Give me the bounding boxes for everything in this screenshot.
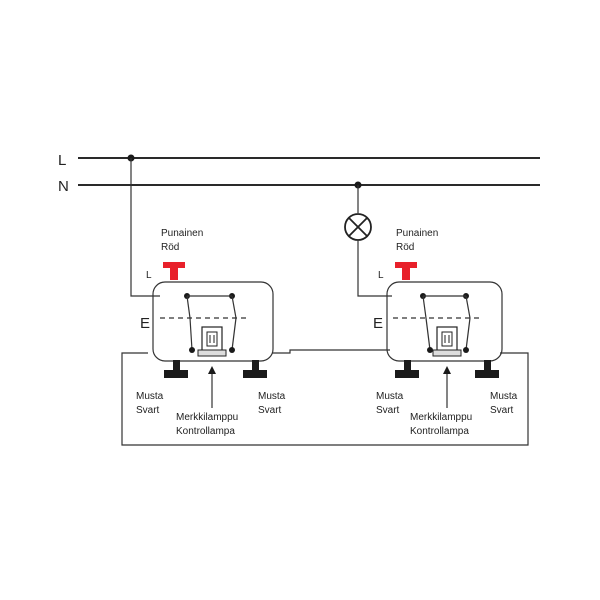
switch-1-indicator-label-fi: Merkkilamppu bbox=[176, 412, 238, 423]
switch-1-left-terminal bbox=[164, 360, 188, 378]
switch-1-right-terminal bbox=[243, 360, 267, 378]
switch-1-left-label-fi: Musta bbox=[136, 391, 164, 402]
switch-1-phase-label-fi: Punainen bbox=[161, 228, 203, 239]
switch-2-housing bbox=[386, 281, 503, 362]
indicator-lamp-icon bbox=[197, 326, 227, 357]
switch-2-right-label-fi: Musta bbox=[490, 391, 518, 402]
bridge-wire bbox=[272, 349, 390, 354]
switch-1-phase-label-sv: Röd bbox=[161, 242, 179, 253]
switch-2-left-label-fi: Musta bbox=[376, 391, 404, 402]
switch-1-phase-terminal bbox=[163, 262, 185, 268]
switch-2-e-label: E bbox=[373, 315, 383, 332]
lamp-icon bbox=[344, 213, 372, 241]
switch-2: Punainen Röd L E Musta Svart Must bbox=[373, 228, 518, 437]
switch-2-right-terminal bbox=[475, 360, 499, 378]
feed-wire-switch1 bbox=[130, 158, 160, 297]
switch-2-indicator-label-sv: Kontrollampa bbox=[410, 426, 469, 437]
switch-2-phase-label-fi: Punainen bbox=[396, 228, 438, 239]
indicator-lamp-icon bbox=[432, 326, 462, 357]
switch-1-e-label: E bbox=[140, 315, 150, 332]
switch-2-l-label: L bbox=[378, 270, 384, 281]
switch-2-right-label-sv: Svart bbox=[490, 405, 514, 416]
switch-1-l-label: L bbox=[146, 270, 152, 281]
switch-1-housing bbox=[152, 281, 274, 362]
loop-wire bbox=[121, 352, 529, 446]
switch-2-phase-label-sv: Röd bbox=[396, 242, 414, 253]
switch-1-indicator-label-sv: Kontrollampa bbox=[176, 426, 235, 437]
switch-1-left-label-sv: Svart bbox=[136, 405, 160, 416]
switch-1: Punainen Röd L E Musta bbox=[136, 228, 286, 437]
rail-label-n: N bbox=[58, 178, 69, 195]
switch-2-left-terminal bbox=[395, 360, 419, 378]
switch-2-indicator-label-fi: Merkkilamppu bbox=[410, 412, 472, 423]
switch-1-right-label-sv: Svart bbox=[258, 405, 282, 416]
lamp-wire-bottom bbox=[357, 240, 392, 297]
switch-1-right-label-fi: Musta bbox=[258, 391, 286, 402]
rail-label-l: L bbox=[58, 152, 66, 169]
switch-2-phase-terminal bbox=[395, 262, 417, 268]
switch-2-left-label-sv: Svart bbox=[376, 405, 400, 416]
